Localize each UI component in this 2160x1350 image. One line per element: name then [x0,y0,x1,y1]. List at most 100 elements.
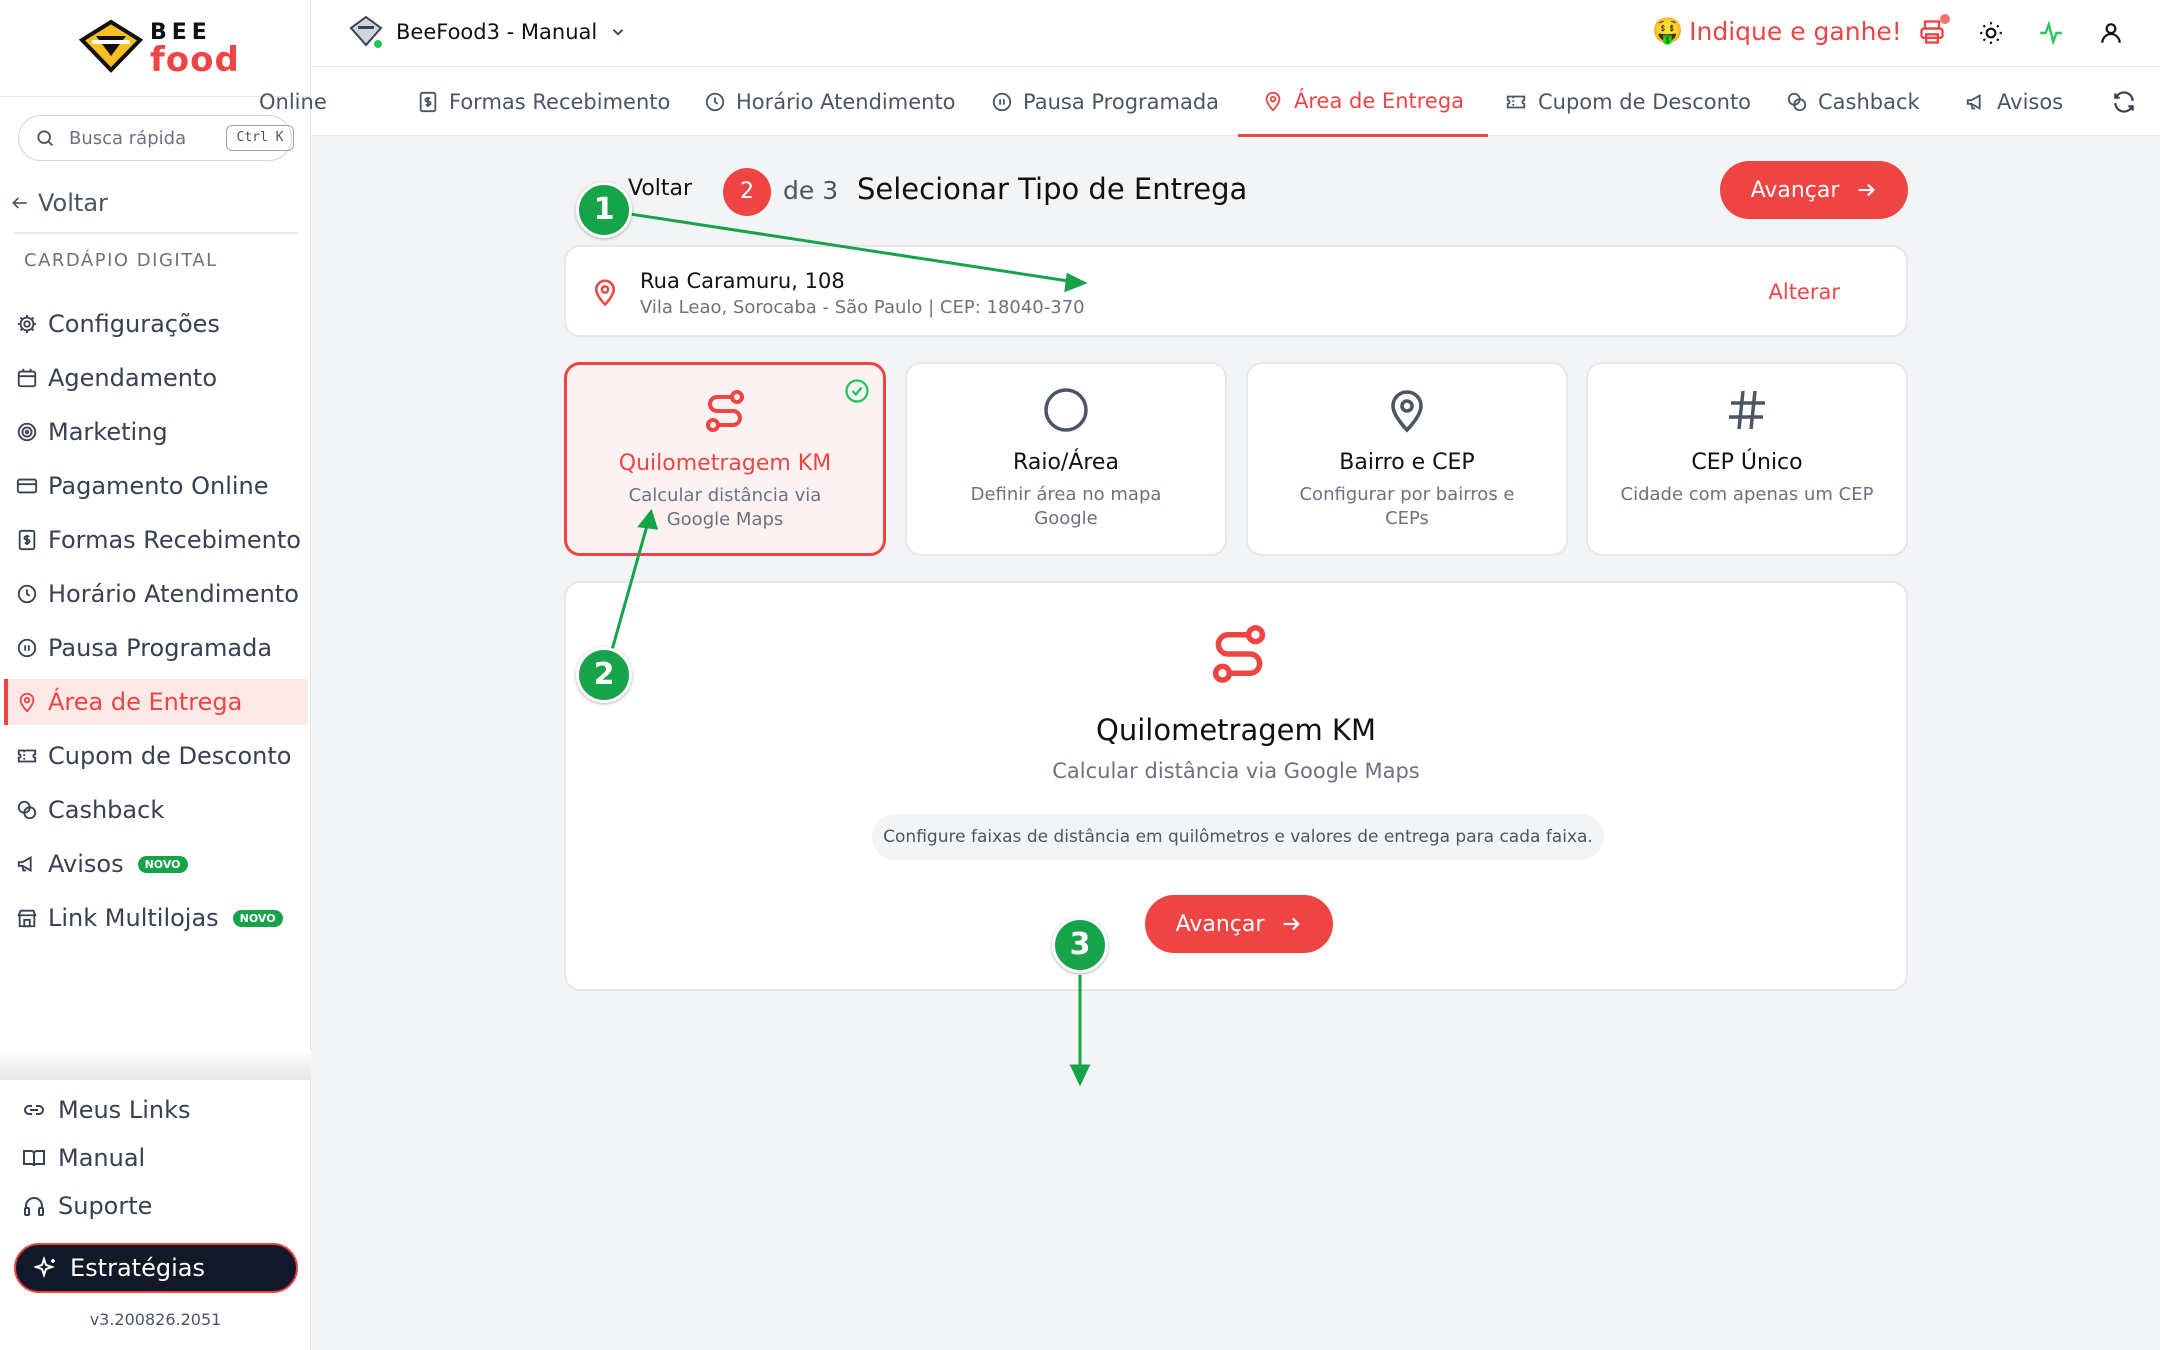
ticket-icon [17,749,37,763]
step-total: de 3 [783,176,839,205]
option-title: Quilometragem KM [618,451,832,476]
logo[interactable]: BEE food [78,18,240,80]
sidebar-item-area-de-entrega[interactable]: Área de Entrega [4,679,308,725]
sidebar-item-label: Horário Atendimento [48,580,299,608]
tab-horario-atendimento[interactable]: Horário Atendimento [704,67,956,137]
clock-icon [705,92,725,112]
sidebar-item-agendamento[interactable]: Agendamento [4,355,308,401]
sidebar-item-pausa-programada[interactable]: Pausa Programada [4,625,308,671]
tab-formas-recebimento[interactable]: Formas Recebimento [417,67,670,137]
address-details: Vila Leao, Sorocaba - São Paulo | CEP: 1… [640,297,1085,318]
sidebar-item-marketing[interactable]: Marketing [4,409,308,455]
theme-toggle-button[interactable] [1978,20,2004,46]
quick-search-input[interactable]: Busca rápida Ctrl K [18,115,294,161]
option-raio-area[interactable]: Raio/Área Definir área no mapa Google [905,362,1227,556]
panel-info-text: Configure faixas de distância em quilôme… [872,814,1604,860]
sidebar-item-formas-recebimento[interactable]: Formas Recebimento [4,517,308,563]
book-icon [23,1150,45,1167]
refresh-button[interactable] [2111,67,2137,137]
option-title: Raio/Área [1013,450,1119,475]
arrow-right-icon [1284,917,1301,931]
sidebar-item-configuracoes[interactable]: Configurações [4,301,308,347]
tab-label: Online [259,90,327,114]
change-address-link[interactable]: Alterar [1768,280,1841,304]
check-circle-icon [845,379,869,403]
advance-button-bottom[interactable]: Avançar [1145,895,1333,953]
tab-label: Horário Atendimento [736,90,956,114]
tab-cashback[interactable]: Cashback [1786,67,1920,137]
search-icon [37,130,54,147]
map-pin-icon [1265,91,1281,111]
advance-button-top[interactable]: Avançar [1720,161,1908,219]
page-title: Selecionar Tipo de Entrega [857,172,1248,206]
store-avatar [348,14,384,50]
tab-pagamento-online[interactable]: Online [259,67,327,137]
receipt-icon [18,529,36,551]
tab-pausa-programada[interactable]: Pausa Programada [991,67,1219,137]
sidebar-item-cashback[interactable]: Cashback [4,787,308,833]
sidebar-item-avisos[interactable]: Avisos NOVO [4,841,308,887]
map-pin-icon [19,692,35,713]
sidebar-item-horario-atendimento[interactable]: Horário Atendimento [4,571,308,617]
sidebar-item-label: Área de Entrega [48,688,243,716]
tab-avisos[interactable]: Avisos [1965,67,2063,137]
tab-label: Avisos [1997,90,2064,114]
notification-dot [1940,14,1950,24]
chevron-down-icon [613,29,624,36]
section-title: CARDÁPIO DIGITAL [24,250,218,271]
printer-button[interactable] [1918,14,1950,46]
sidebar-suporte[interactable]: Suporte [22,1186,152,1226]
option-title: Bairro e CEP [1339,450,1475,475]
pause-icon [992,92,1012,112]
store-icon [17,909,37,928]
sidebar-bottom-label: Manual [58,1144,146,1172]
store-name: BeeFood3 - Manual [396,20,598,44]
sun-icon [1980,22,2002,44]
receipt-icon [419,91,437,113]
logo-text-top: BEE [150,20,212,45]
sidebar-item-pagamento-online[interactable]: Pagamento Online [4,463,308,509]
sidebar-item-cupom-de-desconto[interactable]: Cupom de Desconto [4,733,308,779]
bee-logo-icon [78,19,144,73]
megaphone-icon [1966,94,1981,110]
option-description: Definir área no mapa Google [970,484,1162,529]
calendar-icon [17,368,37,388]
panel-subtitle: Calcular distância via Google Maps [1052,759,1420,783]
link-icon [24,1105,44,1115]
sidebar-bottom-label: Meus Links [58,1096,191,1124]
logo-text-bottom: food [150,40,240,80]
back-link[interactable]: Voltar [10,188,108,218]
activity-icon [2040,20,2062,46]
option-bairro-e-cep[interactable]: Bairro e CEP Configurar por bairros e CE… [1246,362,1568,556]
activity-button[interactable] [2038,20,2064,46]
annotation-arrowhead-3 [1069,1064,1091,1087]
pause-icon [17,638,37,658]
wizard-back-link[interactable]: Voltar [628,176,693,201]
strategies-label: Estratégias [70,1254,205,1282]
option-description: Cidade com apenas um CEP [1620,484,1874,505]
user-button[interactable] [2098,20,2124,46]
sidebar-item-label: Agendamento [48,364,218,392]
sparkles-icon [34,1256,56,1279]
option-quilometragem-km[interactable]: Quilometragem KM Calcular distância via … [564,362,886,556]
tab-area-de-entrega[interactable]: Área de Entrega [1238,67,1489,137]
sidebar-item-label: Cupom de Desconto [48,742,292,770]
referral-link[interactable]: 🤑 Indique e ganhe! [1652,16,1902,46]
sidebar-manual[interactable]: Manual [22,1138,145,1178]
option-title: CEP Único [1691,450,1803,475]
app-version: v3.200826.2051 [89,1310,222,1329]
option-description: Calcular distância via Google Maps [628,485,822,530]
tab-bar: Online Formas Recebimento Horário Atendi… [259,66,2160,137]
sidebar-meus-links[interactable]: Meus Links [22,1090,190,1130]
tab-label: Formas Recebimento [449,90,671,114]
divider [0,1050,311,1080]
route-icon [1212,625,1266,683]
tab-cupom-de-desconto[interactable]: Cupom de Desconto [1504,67,1751,137]
user-icon [2101,23,2121,43]
sidebar-item-link-multilojas[interactable]: Link Multilojas NOVO [4,895,308,941]
circle-icon [1044,388,1088,432]
option-cep-unico[interactable]: CEP Único Cidade com apenas um CEP [1586,362,1908,556]
strategies-button[interactable]: Estratégias [14,1243,298,1293]
map-pin-icon [594,279,616,307]
store-selector[interactable]: BeeFood3 - Manual [348,14,627,50]
